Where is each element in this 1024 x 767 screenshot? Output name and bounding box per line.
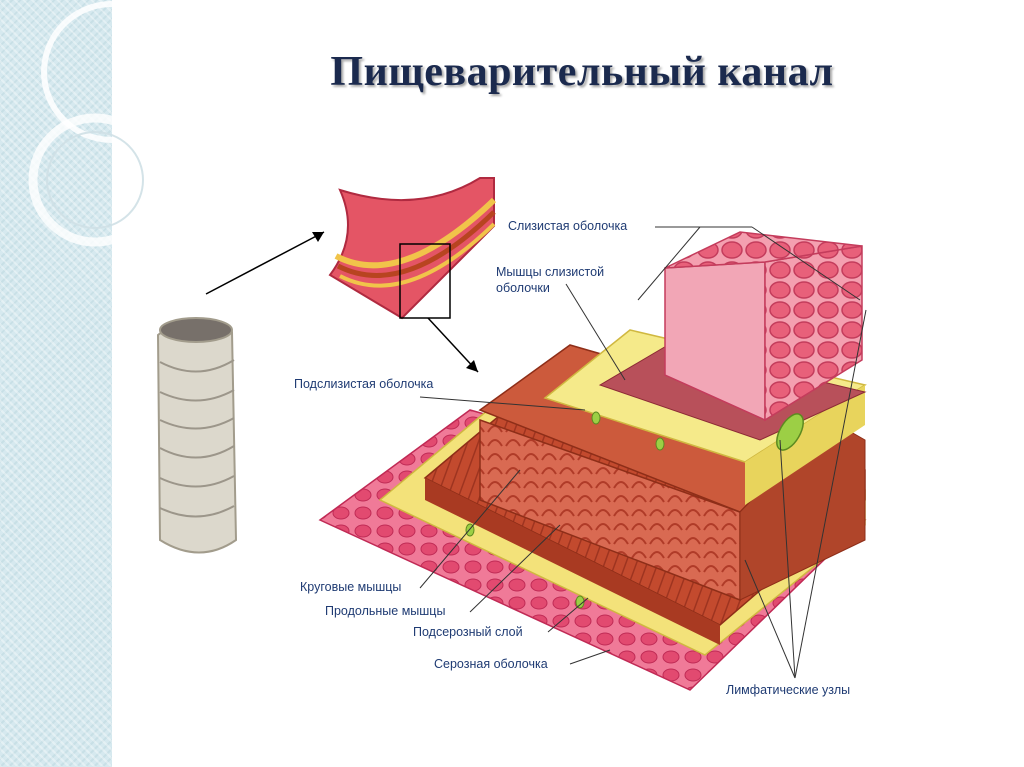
label-submucosa: Подслизистая оболочка [294,377,434,391]
decorative-circles [28,1,183,247]
label-lymph-nodes: Лимфатические узлы [726,683,851,697]
layered-wall-block [318,231,867,691]
label-circular-muscle: Круговые мышцы [300,580,402,594]
label-mucosa: Слизистая оболочка [508,219,628,233]
wall-cross-section [328,177,497,320]
label-serosa: Серозная оболочка [434,657,548,671]
leader-lines [419,226,867,679]
slide-title: Пищеварительный канал [330,49,834,95]
arrow-to-section [205,231,325,295]
arrow-to-detail [427,317,479,373]
intestine-segment [156,317,238,554]
label-subserosa: Подсерозный слой [413,625,523,639]
label-muscularis-mucosae-line1: Мышцы слизистой [496,265,605,279]
zoom-region-box [399,243,451,319]
label-longitudinal-muscle: Продольные мышцы [325,604,446,618]
label-muscularis-mucosae-line2: оболочки [496,281,550,295]
